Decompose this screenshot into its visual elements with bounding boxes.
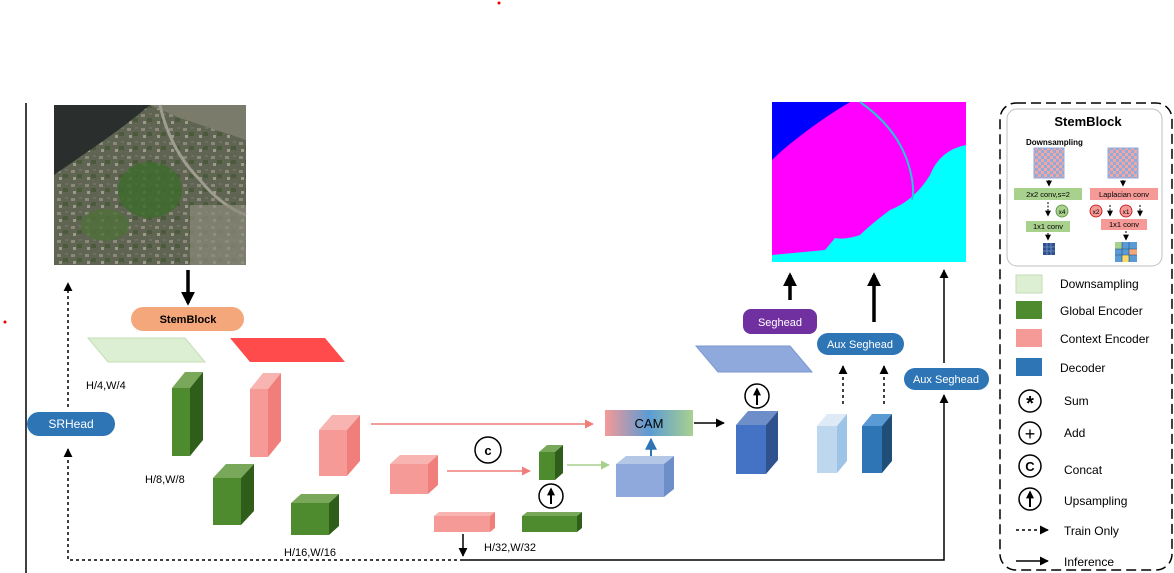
- global-encoder-concat: [539, 445, 563, 480]
- legend-item-add: + Add: [1018, 421, 1085, 445]
- legend-label-sum: Sum: [1064, 394, 1089, 408]
- stray-dot: [3, 320, 7, 324]
- legend-label-train: Train Only: [1064, 524, 1119, 538]
- legend-label-concat: Concat: [1064, 463, 1103, 477]
- downsampling-slab: [86, 337, 207, 363]
- stem-left-badge: x4: [1059, 209, 1066, 216]
- legend-item-decoder: Decoder: [1016, 358, 1105, 376]
- context-encoder-h16: [319, 415, 360, 476]
- legend-item-global: Global Encoder: [1016, 301, 1143, 319]
- global-encoder-h8: [172, 372, 203, 456]
- legend-label-global: Global Encoder: [1060, 304, 1143, 318]
- legend-item-upsampling: Upsampling: [1018, 487, 1127, 511]
- stem-right-op: Laplacian conv: [1099, 190, 1149, 199]
- stem-left-op: 2x2 conv,s=2: [1026, 190, 1070, 199]
- legend-item-train: Train Only: [1016, 524, 1119, 538]
- legend-label-inference: Inference: [1064, 555, 1114, 569]
- decoder-slab: [694, 345, 814, 373]
- global-encoder-h16: [213, 464, 254, 525]
- legend-item-context: Context Encoder: [1016, 329, 1149, 347]
- decoder-block-a: [616, 456, 674, 497]
- sum-symbol: *: [1026, 393, 1034, 415]
- context-slab: [230, 338, 345, 362]
- stem-input-grid-left: [1033, 147, 1065, 179]
- train-arrow-to-srhead: [63, 448, 463, 561]
- context-encoder-h32a: [390, 455, 438, 494]
- stemblock-inset: StemBlock Downsampling 2x2 conv,s=2 Lapl…: [1006, 108, 1163, 267]
- aux-decoder-light: [817, 414, 847, 473]
- srhead-block: SRHead: [27, 412, 115, 436]
- legend-item-inference: Inference: [1016, 555, 1114, 569]
- add-symbol: +: [1025, 424, 1036, 444]
- legend-label-context: Context Encoder: [1060, 332, 1149, 346]
- aux-seghead-top-label: Aux Seghead: [827, 339, 893, 351]
- aux-seghead-right-label: Aux Seghead: [913, 374, 979, 386]
- seghead-block: Seghead: [743, 309, 817, 334]
- res-h8-label: H/8,W/8: [145, 474, 185, 486]
- stem-right-badge-a: x2: [1093, 209, 1100, 216]
- legend-label-downsampling: Downsampling: [1060, 277, 1139, 291]
- output-segmentation-map: [772, 101, 966, 262]
- input-satellite-image: [54, 104, 247, 265]
- sum-icon: [1018, 389, 1042, 413]
- context-encoder-h32b: [434, 512, 495, 532]
- concat-circle: [474, 436, 502, 464]
- res-h16-label: H/16,W/16: [284, 547, 336, 559]
- legend-item-concat: C Concat: [1018, 454, 1103, 478]
- context-encoder-h8: [250, 373, 281, 457]
- global-encoder-h32: [522, 512, 582, 532]
- aux-seghead-top: Aux Seghead: [817, 333, 904, 355]
- stemblock-inset-subtitle: Downsampling: [1026, 138, 1083, 147]
- legend-label-upsampling: Upsampling: [1064, 494, 1127, 508]
- aux-decoder-dark: [862, 414, 892, 473]
- stem-input-grid-right: [1107, 147, 1139, 179]
- srhead-label: SRHead: [48, 417, 93, 431]
- stemblock-inset-title: StemBlock: [1054, 114, 1122, 129]
- concat-legend-symbol: C: [1025, 459, 1035, 474]
- res-h4-label: H/4,W/4: [86, 380, 126, 392]
- global-encoder-h16b: [291, 494, 339, 535]
- concat-symbol: c: [484, 443, 491, 458]
- cam-label: CAM: [635, 416, 664, 431]
- stem-right-conv: 1x1 conv: [1109, 220, 1139, 229]
- stem-output-grid-left: [1043, 243, 1055, 255]
- inference-arrow-to-aux: [463, 394, 949, 561]
- legend-label-add: Add: [1064, 426, 1085, 440]
- stemblock-pill-label: StemBlock: [160, 314, 218, 326]
- stem-right-badge-b: x1: [1123, 209, 1130, 216]
- legend-label-decoder: Decoder: [1060, 361, 1105, 375]
- concat-icon: [1018, 454, 1042, 478]
- seghead-label: Seghead: [758, 317, 802, 329]
- add-icon: [1018, 421, 1042, 445]
- stemblock-pill: StemBlock: [131, 270, 244, 331]
- legend-item-sum: * Sum: [1018, 389, 1089, 415]
- stray-dot: [497, 1, 501, 5]
- decoder-block-b: [736, 411, 778, 474]
- res-h32-label: H/32,W/32: [484, 542, 536, 554]
- aux-seghead-right: Aux Seghead: [904, 368, 989, 390]
- cam-module: CAM: [605, 410, 693, 436]
- stem-left-conv: 1x1 conv: [1033, 222, 1063, 231]
- legend-item-downsampling: Downsampling: [1015, 274, 1139, 294]
